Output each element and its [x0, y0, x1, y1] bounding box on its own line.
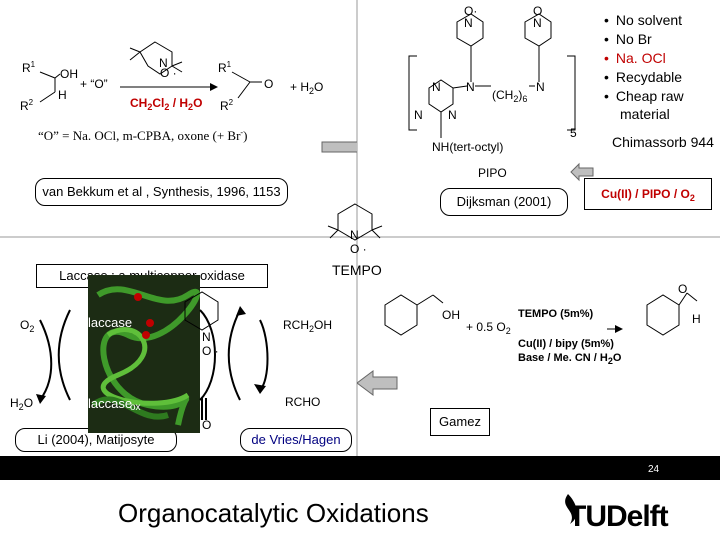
pipo-ch2-label: (CH2)6	[492, 88, 528, 104]
base-cond-label: Base / Me. CN / H2O	[518, 352, 622, 366]
pipo-o2: O	[533, 4, 543, 18]
h-label: H	[58, 88, 67, 102]
tudelft-flame-icon	[565, 494, 577, 524]
bullet-recydable: Recydable	[604, 68, 684, 87]
ref-de-vries: de Vries/Hagen	[240, 428, 352, 452]
ref-van-bekkum: van Bekkum et al , Synthesis, 1996, 1153	[35, 178, 288, 206]
laccase-cycle-arrows	[36, 291, 269, 420]
laccase-top-label: laccase	[88, 315, 133, 330]
tudelft-logo	[548, 488, 660, 537]
rcho-label: RCHO	[285, 395, 321, 409]
advantages-list: No solvent No Br Na. OCl Recydable Cheap…	[604, 11, 684, 106]
oh-label: OH	[60, 67, 78, 81]
oxidant-note: “O” = Na. OCl, m-CPBA, oxone (+ Br-)	[38, 128, 248, 143]
tempo-n-label: N	[159, 56, 168, 70]
oxoammonium-o-label: O	[202, 418, 212, 432]
pipo-title: PIPO	[478, 166, 507, 180]
pipo-n5: N	[536, 80, 545, 94]
r2-product-label: R2	[220, 98, 234, 113]
tempo-center-n: N	[350, 228, 359, 242]
bullet-tail: material	[620, 106, 670, 122]
laccase-bottom-label: laccase	[88, 396, 133, 411]
ref-gamez: Gamez	[430, 408, 490, 436]
pipo-nh-label: NH(tert-octyl)	[432, 140, 504, 154]
ref-dijksman: Dijksman (2001)	[440, 188, 568, 216]
tempo-center-o: O ·	[350, 242, 367, 256]
slide-title: Organocatalytic Oxidations	[118, 498, 429, 528]
bullet-naocl: Na. OCl	[604, 49, 684, 68]
tempo-center-structure	[327, 203, 383, 241]
pipo-n6: N	[414, 108, 423, 122]
plus-h2o-label: + H2O	[290, 80, 324, 96]
bullet-no-br: No Br	[604, 30, 684, 49]
laccase-o-label: O ·	[202, 344, 219, 358]
pipo-n1: N	[464, 16, 473, 30]
pipo-structure	[408, 13, 594, 182]
plus-o-label: + “O”	[80, 77, 108, 91]
bullet-no-solvent: No solvent	[604, 11, 684, 30]
pipo-n3: N	[432, 80, 441, 94]
pipo-n4: N	[466, 80, 475, 94]
tudelft-logo-text: TUDelft	[568, 500, 669, 533]
r1-label: R1	[22, 60, 36, 75]
tempo-center-label: TEMPO	[332, 262, 382, 278]
laccase-ox-label: ox	[130, 402, 141, 413]
bullet-cheap-raw: Cheap raw	[604, 87, 684, 106]
ref-cu-pipo: Cu(II) / PIPO / O2	[584, 178, 712, 210]
footer-bar	[0, 456, 720, 480]
alcohol-oxidation-structures	[39, 41, 357, 153]
ketone-o-label: O	[264, 77, 274, 91]
laccase-protein-image	[88, 275, 200, 433]
benzyl-o2-label: + 0.5 O2	[466, 320, 511, 336]
laccase-protein-graphic	[91, 286, 200, 426]
page-number: 24	[648, 464, 660, 475]
laccase-n-label: N	[202, 330, 211, 344]
r1-product-label: R1	[218, 60, 232, 75]
solvent-label: CH2Cl2 / H2O	[130, 96, 203, 112]
tempo-o-label: O ·	[160, 66, 177, 80]
laccase-h2o-label: H2O	[10, 396, 34, 412]
benzaldehyde-o-label: O	[678, 282, 688, 296]
pipo-count-label: 5	[570, 126, 577, 140]
benzyl-oxidation-structures	[357, 292, 698, 396]
pipo-n2: N	[533, 16, 542, 30]
benzaldehyde-h-label: H	[692, 312, 701, 326]
pipo-n7: N	[448, 108, 457, 122]
benzyl-oh-label: OH	[442, 308, 460, 322]
product-name: Chimassorb 944	[612, 134, 714, 150]
cu-cond-label: Cu(II) / bipy (5m%)	[518, 338, 614, 350]
r2-label: R2	[20, 98, 34, 113]
laccase-o2-label: O2	[20, 318, 35, 334]
rch2oh-label: RCH2OH	[283, 318, 333, 334]
tempo-cond-label: TEMPO (5m%)	[518, 308, 594, 320]
pipo-o1: O·	[464, 4, 478, 18]
